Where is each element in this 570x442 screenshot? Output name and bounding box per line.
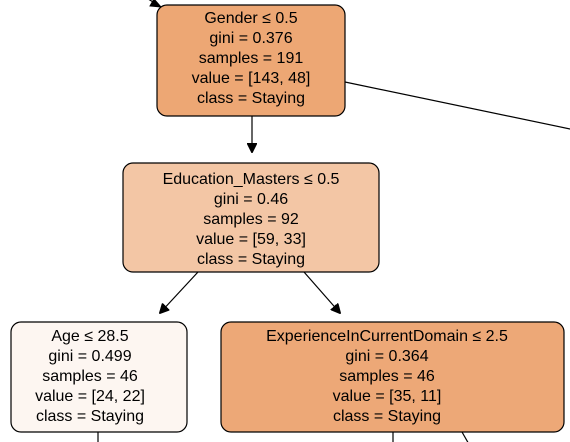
node-age-samples: samples = 46: [42, 368, 138, 385]
node-age-split: Age ≤ 28.5: [51, 328, 128, 345]
node-age-value: value = [24, 22]: [35, 388, 145, 405]
edge-education-to-experience: [303, 271, 340, 313]
node-age-class: class = Staying: [36, 408, 144, 425]
node-education-class: class = Staying: [197, 251, 305, 268]
node-root-class: class = Staying: [197, 90, 305, 107]
node-experience-class: class = Staying: [333, 408, 441, 425]
node-experience-box: [220, 321, 565, 433]
node-age: Age ≤ 28.5 gini = 0.499 samples = 46 val…: [10, 321, 188, 433]
node-root: Gender ≤ 0.5 gini = 0.376 samples = 191 …: [156, 4, 346, 117]
edge-education-to-age: [160, 271, 199, 313]
edge-experience-down-right: [461, 431, 469, 442]
edge-parent-to-root-arrowhead: [149, 0, 163, 8]
node-root-value: value = [143, 48]: [192, 70, 311, 87]
edge-root-to-right-subtree: [344, 81, 570, 130]
node-experience-split: ExperienceInCurrentDomain ≤ 2.5: [266, 328, 508, 345]
node-root-split: Gender ≤ 0.5: [204, 10, 297, 27]
node-education-gini: gini = 0.46: [214, 191, 288, 208]
node-root-gini: gini = 0.376: [209, 30, 292, 47]
node-experience: ExperienceInCurrentDomain ≤ 2.5 gini = 0…: [220, 321, 565, 433]
node-education-value: value = [59, 33]: [196, 231, 306, 248]
node-age-gini: gini = 0.499: [48, 348, 131, 365]
node-root-samples: samples = 191: [199, 50, 304, 67]
node-root-box: [156, 4, 346, 117]
node-education: Education_Masters ≤ 0.5 gini = 0.46 samp…: [122, 162, 380, 273]
node-experience-gini: gini = 0.364: [345, 348, 428, 365]
node-education-split: Education_Masters ≤ 0.5: [163, 171, 340, 188]
node-experience-samples: samples = 46: [339, 368, 435, 385]
node-experience-value: value = [35, 11]: [333, 388, 442, 405]
edges: [97, 0, 570, 442]
node-education-samples: samples = 92: [203, 211, 299, 228]
node-age-box: [10, 321, 188, 433]
node-education-box: [122, 162, 380, 273]
